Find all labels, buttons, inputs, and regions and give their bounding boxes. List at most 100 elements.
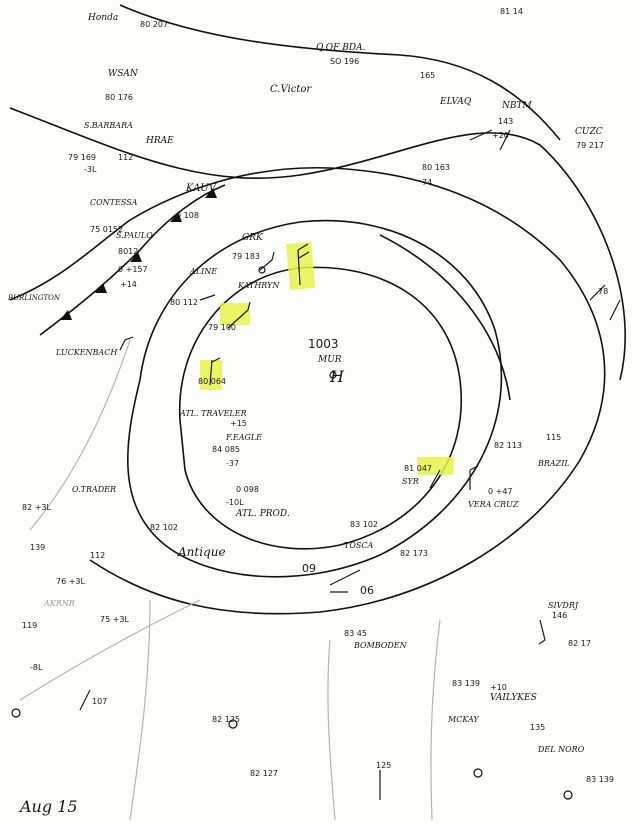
ship-atl-prod: ATL. PROD. xyxy=(235,509,290,519)
isobar-ring-1 xyxy=(9,107,627,381)
svg-text:+15: +15 xyxy=(230,419,247,428)
ship-elvaq: ELVAQ xyxy=(439,97,472,107)
svg-text:76 +3L: 76 +3L xyxy=(56,577,86,586)
ship-otrader: O.TRADER xyxy=(72,485,116,494)
highlight-aline xyxy=(220,303,250,325)
map-date-title: Aug 15 xyxy=(18,797,78,816)
ship-mckay: MCKAY xyxy=(447,715,479,724)
svg-text:-3L: -3L xyxy=(84,165,97,174)
svg-text:80 112: 80 112 xyxy=(170,298,198,307)
highlight-syr xyxy=(417,457,453,475)
svg-text:82 113: 82 113 xyxy=(494,441,522,450)
svg-text:80 064: 80 064 xyxy=(198,377,226,386)
faint-isobar-s1 xyxy=(19,599,201,701)
ship-syr: SYR xyxy=(402,477,419,486)
isobar-east-arc xyxy=(379,234,511,401)
svg-text:SO 196: SO 196 xyxy=(330,57,359,66)
svg-text:83 139: 83 139 xyxy=(452,679,480,688)
frontal-line xyxy=(39,184,226,336)
svg-text:139: 139 xyxy=(30,543,45,552)
center-pressure: 1003 xyxy=(308,337,339,351)
isobar-ring-3 xyxy=(126,219,503,578)
ship-sivdrj: SIVDRJ xyxy=(548,601,579,610)
svg-text:0 +47: 0 +47 xyxy=(488,487,513,496)
svg-text:-37: -37 xyxy=(226,459,239,468)
svg-text:79 217: 79 217 xyxy=(576,141,604,150)
ship-tosca: TOSCA xyxy=(344,541,373,550)
svg-text:+14: +14 xyxy=(120,280,137,289)
ship-nbtm: NBTM xyxy=(501,101,532,111)
svg-text:-8L: -8L xyxy=(30,663,43,672)
svg-text:146: 146 xyxy=(552,611,567,620)
station-circles xyxy=(11,266,573,800)
svg-text:75 +3L: 75 +3L xyxy=(100,615,130,624)
svg-text:80 207: 80 207 xyxy=(140,20,168,29)
isobar-label-09: 09 xyxy=(302,562,316,575)
svg-text:107: 107 xyxy=(92,697,107,706)
svg-text:81 047: 81 047 xyxy=(404,464,432,473)
highlight-grk xyxy=(286,241,315,290)
ship-hrae: HRAE xyxy=(145,136,174,146)
svg-text:84 085: 84 085 xyxy=(212,445,240,454)
ship-kathryn: KATHRYN xyxy=(237,281,280,290)
svg-text:112: 112 xyxy=(90,551,105,560)
svg-text:83 139: 83 139 xyxy=(586,775,614,784)
svg-text:78: 78 xyxy=(598,287,608,296)
ship-wsan: WSAN xyxy=(108,69,139,79)
ship-aline: ALINE xyxy=(189,267,217,276)
svg-text:143: 143 xyxy=(498,117,513,126)
svg-text:119: 119 xyxy=(22,621,37,630)
isobar-ring-2 xyxy=(9,166,606,615)
svg-text:0 +157: 0 +157 xyxy=(118,265,148,274)
ship-burlington: BURLINGTON xyxy=(7,294,61,302)
svg-text:125: 125 xyxy=(376,761,391,770)
svg-text:81 14: 81 14 xyxy=(500,7,523,16)
svg-text:+20: +20 xyxy=(492,131,509,140)
faint-isobar-sw xyxy=(29,339,131,531)
ship-spaulo: S.PAULO xyxy=(116,231,153,240)
svg-text:79 100: 79 100 xyxy=(208,323,236,332)
svg-text:0 108: 0 108 xyxy=(176,211,199,220)
ship-vailykes: VAILYKES xyxy=(490,693,537,703)
faint-isobar-s3 xyxy=(430,619,441,821)
svg-text:82 17: 82 17 xyxy=(568,639,591,648)
ship-kauv: KAUV xyxy=(185,183,218,194)
svg-text:112: 112 xyxy=(118,153,133,162)
svg-text:83 102: 83 102 xyxy=(350,520,378,529)
svg-text:8012: 8012 xyxy=(118,247,138,256)
ship-akrnr: AKRNR xyxy=(43,599,75,608)
faint-isobar-s2 xyxy=(327,639,336,821)
front-pips xyxy=(60,188,217,320)
isobar-label-06: 06 xyxy=(360,584,374,597)
ship-contessa: CONTESSA xyxy=(90,198,138,207)
center-label: MUR xyxy=(317,355,342,365)
svg-text:80 176: 80 176 xyxy=(105,93,133,102)
ship-brazil: BRAZIL xyxy=(537,459,570,468)
svg-text:135: 135 xyxy=(530,723,545,732)
faint-isobar-s4 xyxy=(129,599,151,821)
svg-text:79 183: 79 183 xyxy=(232,252,260,261)
svg-text:74: 74 xyxy=(422,178,432,187)
isobar-ring-4 xyxy=(178,266,462,550)
ship-luckenbach: LUCKENBACH xyxy=(55,348,118,357)
svg-text:82 125: 82 125 xyxy=(212,715,240,724)
ship-feagle: F.EAGLE xyxy=(225,433,262,442)
ship-honda: Honda xyxy=(87,13,118,23)
ship-antique: Antique xyxy=(177,545,226,559)
ship-qofbda: Q.OF BDA. xyxy=(316,43,366,53)
ship-veracruz: VERA CRUZ xyxy=(468,500,519,509)
ship-atl-traveler: ATL. TRAVELER xyxy=(179,409,247,418)
isobar-outer-north xyxy=(119,4,561,141)
svg-text:115: 115 xyxy=(546,433,561,442)
ship-sbarbara: S.BARBARA xyxy=(84,121,133,130)
ship-grk: GRK xyxy=(242,233,264,243)
svg-text:82 +3L: 82 +3L xyxy=(22,503,52,512)
svg-text:79 169: 79 169 xyxy=(68,153,96,162)
ship-delnoro: DEL NORO xyxy=(537,745,585,754)
svg-text:82 173: 82 173 xyxy=(400,549,428,558)
svg-text:0 098: 0 098 xyxy=(236,485,259,494)
ship-cvictor: C.Victor xyxy=(270,84,312,95)
ship-bomboden: BOMBODEN xyxy=(353,641,408,650)
svg-text:82 102: 82 102 xyxy=(150,523,178,532)
